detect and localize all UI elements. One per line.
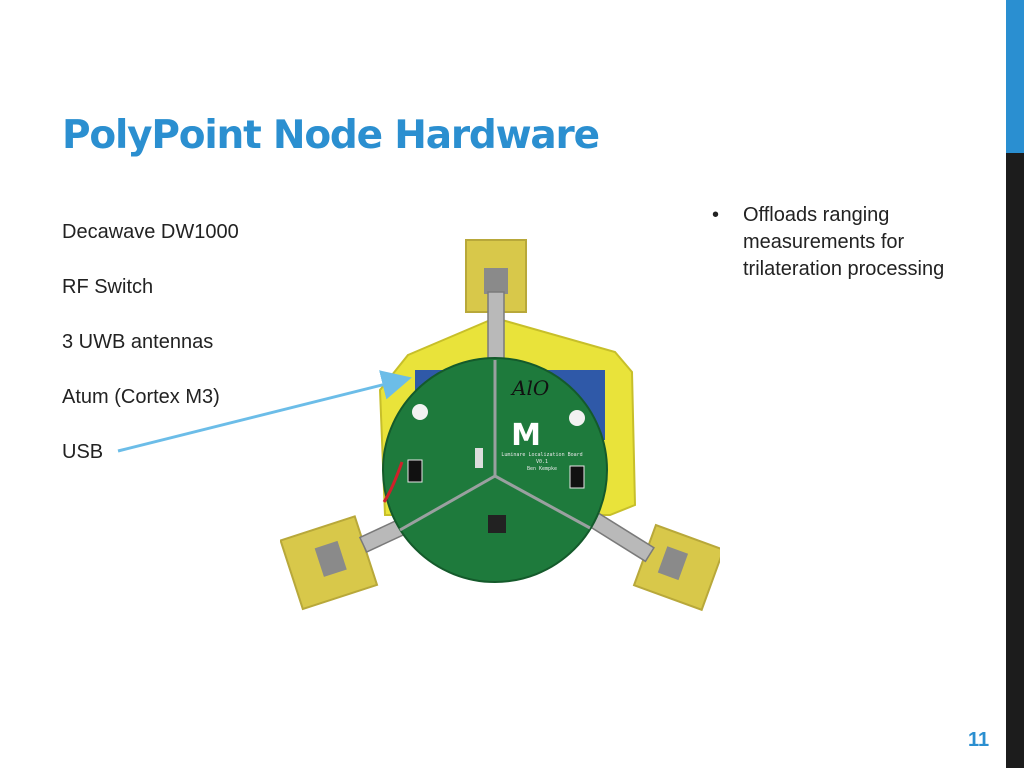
list-item: Decawave DW1000 [62,221,239,243]
bullet-text: Offloads ranging measurements for trilat… [743,204,945,280]
silkscreen-text: V0.1 [536,459,548,465]
bullet-icon: • [712,204,720,226]
list-item: USB [62,441,104,463]
chip-main [488,515,506,533]
red-wire [382,461,404,503]
antenna-left-pad [314,540,347,577]
board-photo: AlO M Luminare Localization Board V0.1 B… [280,239,720,612]
hardware-list: Decawave DW1000 RF Switch 3 UWB antennas… [62,222,239,497]
mount-hole [412,404,428,420]
accent-bar-blue [1006,0,1024,153]
chip-header [407,459,423,483]
silkscreen-text: Ben Kempke [527,466,557,472]
chip-header [475,448,483,468]
bullet-list: • Offloads ranging measurements for tril… [712,202,952,283]
antenna-top-pad [484,268,508,294]
list-item: Atum (Cortex M3) [62,386,220,408]
connector-top [487,291,505,369]
trace [399,474,496,532]
accent-bar-dark [1006,153,1024,768]
chip-header [569,465,585,489]
page-number: 11 [968,729,990,751]
list-item: RF Switch [62,276,154,298]
silkscreen-text: Luminare Localization Board [501,452,582,458]
trace [494,474,591,530]
silkscreen-logo: AlO [510,376,549,400]
slide-title: PolyPoint Node Hardware [62,113,600,158]
list-item: 3 UWB antennas [62,331,214,353]
bullet-item: • Offloads ranging measurements for tril… [712,202,952,283]
mount-hole [569,410,585,426]
antenna-right-pad [657,546,689,581]
silkscreen-m: M [511,418,541,453]
